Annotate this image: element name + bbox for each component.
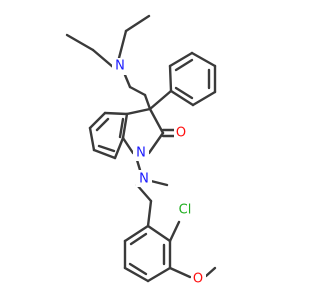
bond [95, 117, 110, 132]
bond [113, 136, 125, 160]
bond [148, 89, 173, 111]
bond [146, 199, 153, 228]
bond [146, 266, 172, 283]
nitrogen-atom-ring: N [136, 146, 146, 161]
bond [88, 126, 96, 152]
bond [97, 144, 116, 153]
bond [147, 131, 165, 155]
molecule-canvas: N O N N Cl O [65, 14, 217, 287]
bond [128, 262, 148, 276]
bond [143, 93, 152, 111]
bond [118, 117, 125, 139]
bond [129, 232, 148, 246]
bond [204, 266, 217, 278]
bond [168, 220, 181, 243]
bond [174, 58, 194, 72]
nitrogen-atom-methyl: N [139, 172, 149, 187]
bond [174, 86, 194, 100]
bond [103, 111, 129, 116]
bond [124, 14, 151, 33]
oxygen-atom-methoxy: O [193, 272, 203, 287]
bond [92, 148, 117, 160]
bond [88, 111, 107, 130]
bond [168, 266, 192, 279]
bond [125, 107, 152, 116]
bond [135, 183, 153, 203]
atom-labels: N O N N Cl O [112, 58, 206, 287]
bond [191, 90, 217, 107]
bond [146, 224, 172, 243]
bond [148, 107, 165, 135]
bond [117, 29, 128, 60]
molecule-structure: N O N N Cl O [65, 14, 217, 287]
bond [135, 158, 142, 172]
bond [128, 85, 147, 97]
nitrogen-atom-amine: N [115, 59, 125, 74]
bond [123, 73, 132, 89]
bond [190, 51, 217, 68]
bond [65, 33, 95, 52]
oxygen-atom-carbonyl: O [176, 126, 186, 141]
bond [123, 266, 150, 283]
bond [123, 224, 150, 243]
chlorine-atom: Cl [179, 203, 192, 218]
bond [168, 64, 173, 93]
bond [91, 48, 115, 69]
bond [121, 136, 135, 155]
bond [121, 112, 129, 140]
bonds [65, 14, 217, 283]
bond [168, 51, 194, 68]
bond [169, 89, 195, 107]
